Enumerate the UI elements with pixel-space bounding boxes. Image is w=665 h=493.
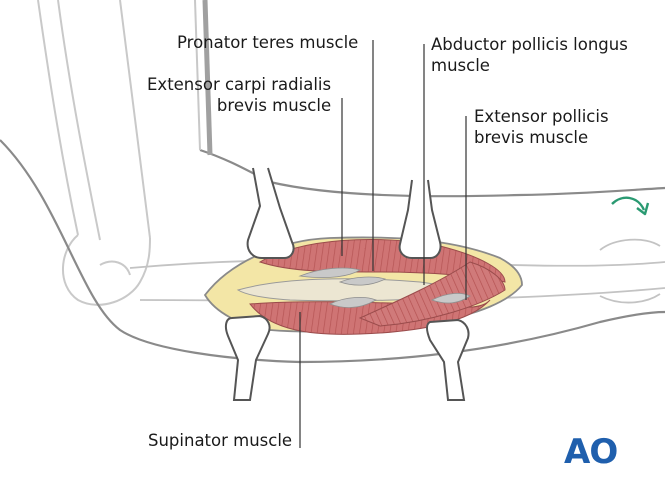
label-line: Abductor pollicis longus xyxy=(431,35,628,54)
surgical-exposure xyxy=(203,236,523,335)
label-line: Extensor carpi radialis xyxy=(147,75,332,94)
label-line: brevis muscle xyxy=(474,128,589,147)
label-line: brevis muscle xyxy=(216,96,332,115)
humerus-bone xyxy=(37,0,151,306)
label-line: muscle xyxy=(431,56,490,75)
label-extensor-carpi-radialis-brevis: Extensor carpi radialis brevis muscle xyxy=(147,74,331,116)
label-extensor-pollicis-brevis: Extensor pollicis brevis muscle xyxy=(474,106,609,148)
curved-arrow-icon xyxy=(611,196,650,216)
retractors xyxy=(224,167,470,401)
leader-lines xyxy=(299,40,467,448)
label-line: Extensor pollicis xyxy=(474,107,609,126)
label-pronator-teres: Pronator teres muscle xyxy=(177,33,359,52)
ao-logo: AO xyxy=(564,432,618,472)
label-abductor-pollicis-longus: Abductor pollicis longus muscle xyxy=(431,34,628,76)
label-supinator: Supinator muscle xyxy=(148,431,293,450)
